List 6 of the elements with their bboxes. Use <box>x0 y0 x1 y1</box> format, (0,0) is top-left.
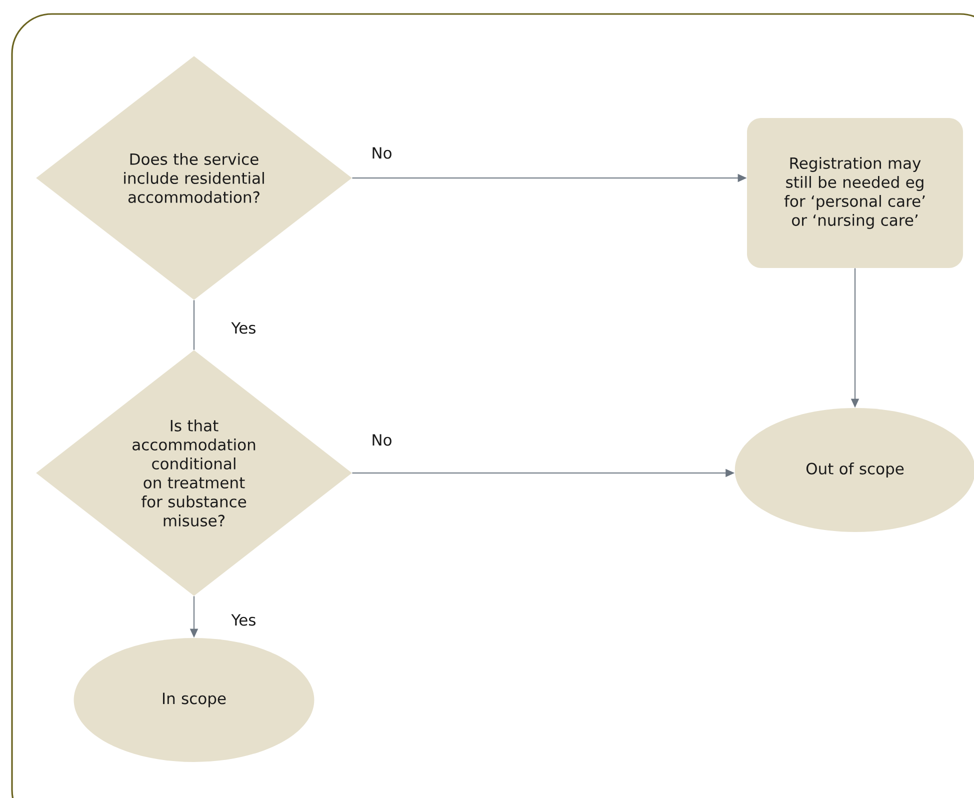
edge-label: Yes <box>230 613 258 627</box>
edge-label: No <box>370 146 394 160</box>
process-box: Registration may still be needed eg for ‘personal care’ or ‘nursing care’ <box>747 118 963 268</box>
terminal-oval: In scope <box>74 638 314 762</box>
edge-label: Yes <box>230 321 258 335</box>
edge-label: No <box>370 433 394 447</box>
